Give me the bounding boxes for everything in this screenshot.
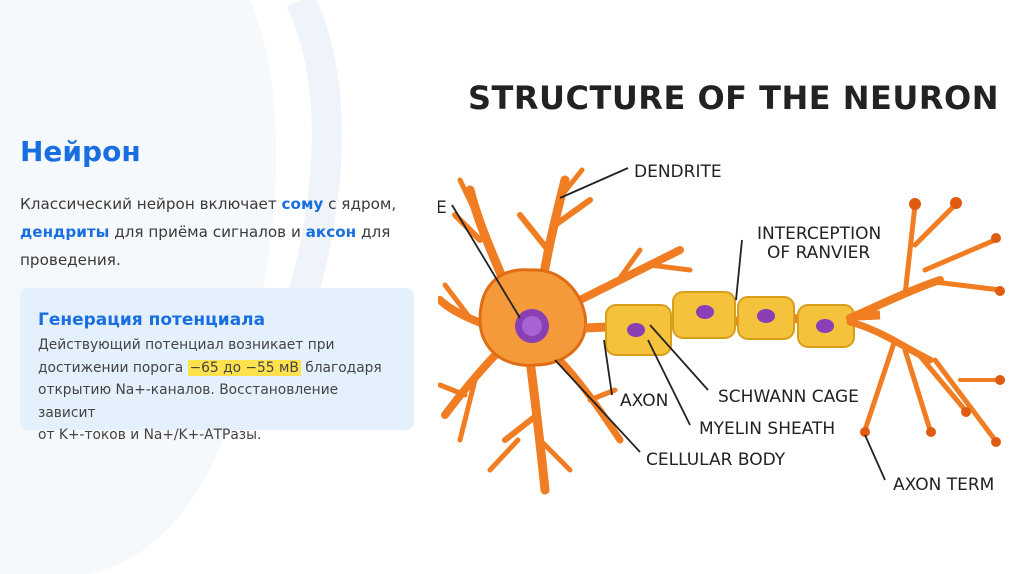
highlight-dendrites: дендриты bbox=[20, 223, 110, 241]
callout-line: от K+-токов и Na+/K+-АТРазы. bbox=[38, 427, 262, 443]
callout-box: Генерация потенциала Действующий потенци… bbox=[20, 288, 414, 443]
text-panel: Нейрон Классический нейрон включает сому… bbox=[20, 132, 420, 274]
nucleus-label-partial: E bbox=[438, 198, 447, 218]
intro-text: для приёма сигналов и bbox=[109, 223, 306, 241]
leader-lines bbox=[451, 167, 886, 481]
cell-body bbox=[478, 268, 588, 367]
callout-title: Генерация потенциала bbox=[38, 310, 266, 330]
axon-terminals bbox=[846, 202, 1003, 443]
intro-text: для проведения. bbox=[20, 223, 391, 269]
myelin-segments bbox=[605, 291, 855, 356]
schwann-label: SCHWANN CAGE bbox=[718, 387, 859, 407]
dendrite-label: DENDRITE bbox=[634, 162, 722, 182]
page-title: Нейрон bbox=[20, 135, 141, 168]
myelin-label: MYELIN SHEATH bbox=[699, 419, 835, 439]
axon-term-label: AXON TERM bbox=[893, 475, 994, 495]
neuron-diagram: E DENDRITE INTERCEPTION OF RANVIER AXON … bbox=[438, 162, 1005, 495]
highlight-axon: аксон bbox=[305, 223, 357, 241]
threshold-highlight: −65 до −55 мВ bbox=[187, 359, 301, 376]
callout-line: благодаря bbox=[300, 359, 382, 376]
callout-body: Действующий потенциал возникает при дост… bbox=[38, 334, 396, 447]
diagram-title: STRUCTURE OF THE NEURON bbox=[468, 79, 999, 117]
interception-label-2: OF RANVIER bbox=[767, 243, 870, 263]
callout-line: открытию Na+-каналов. Восстановление зав… bbox=[38, 382, 339, 421]
dendrites bbox=[438, 167, 693, 495]
interception-label-1: INTERCEPTION bbox=[757, 224, 881, 244]
highlight-soma: сому bbox=[281, 195, 324, 213]
callout-line: достижении порога bbox=[38, 359, 188, 376]
callout-line: Действующий потенциал возникает при bbox=[38, 337, 335, 353]
axon-label: AXON bbox=[620, 391, 668, 411]
cellular-body-label: CELLULAR BODY bbox=[646, 450, 786, 470]
intro-text: Классический нейрон включает bbox=[20, 195, 282, 213]
terminal-knobs bbox=[860, 197, 1005, 447]
intro-paragraph: Классический нейрон включает сому с ядро… bbox=[20, 190, 420, 274]
intro-text: с ядром, bbox=[323, 195, 397, 213]
